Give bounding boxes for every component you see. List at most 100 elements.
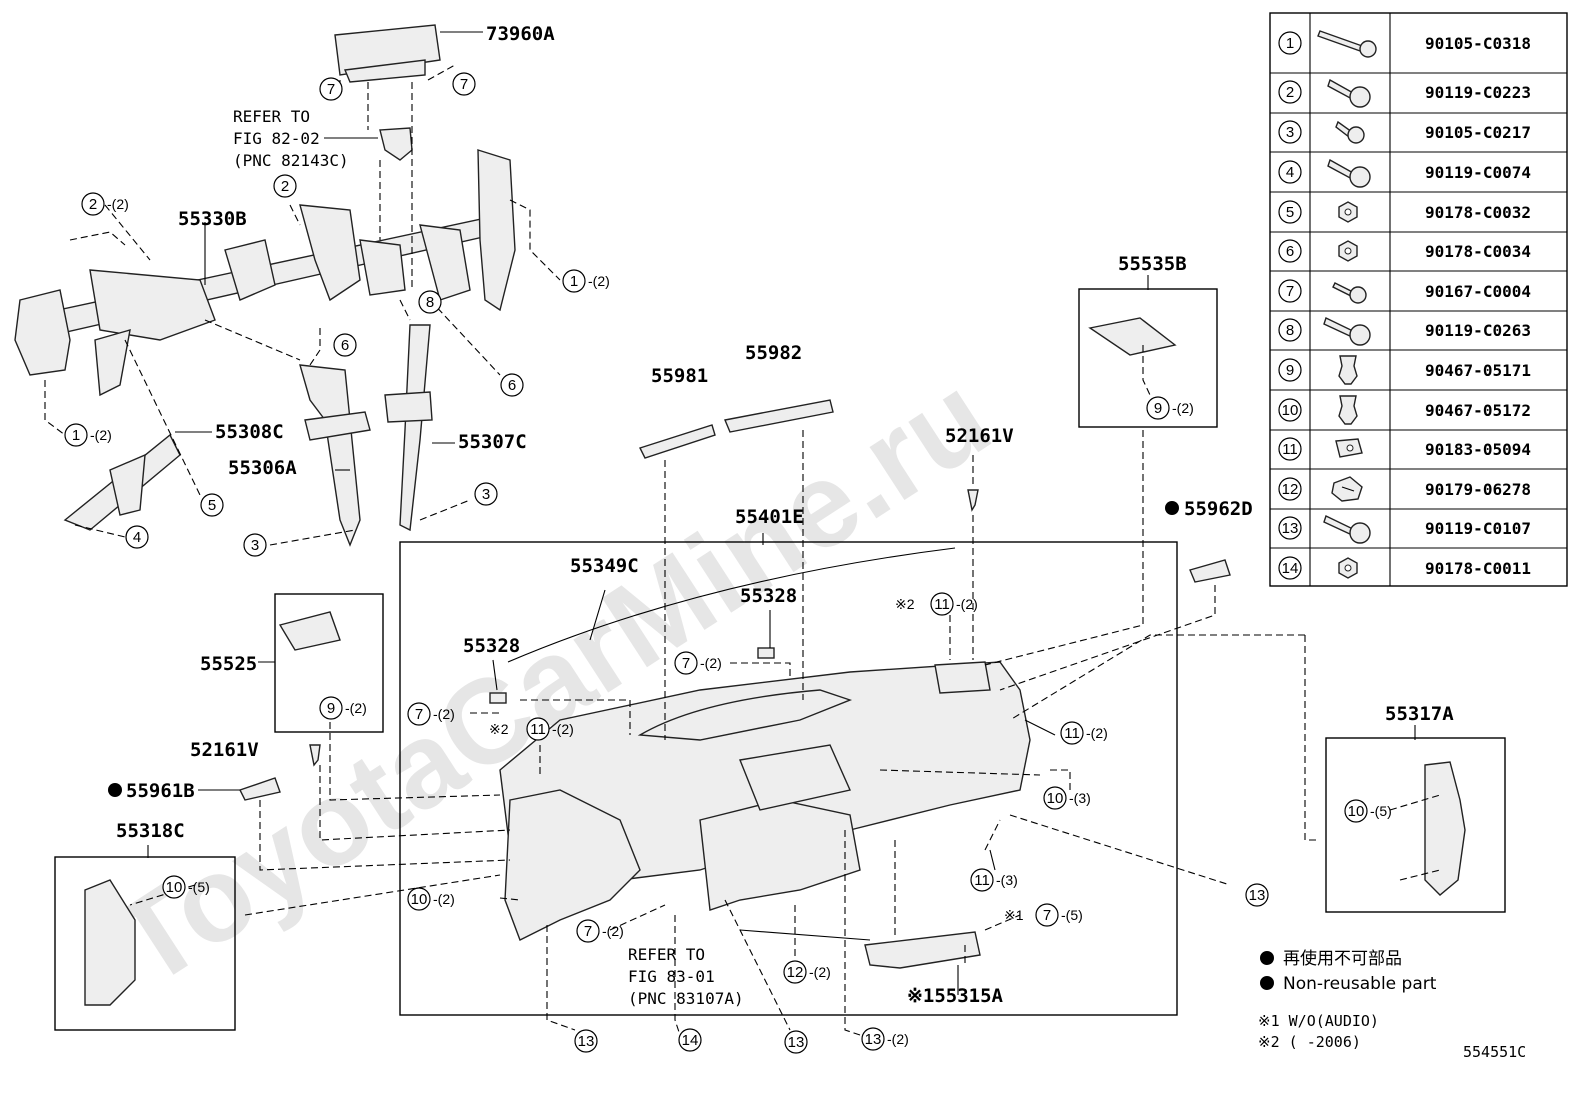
instrument-panel (489, 547, 1031, 941)
non-reusable-dot (1260, 976, 1274, 990)
callout: 14 (678, 1028, 702, 1052)
svg-text:3: 3 (251, 537, 259, 554)
retainer-icon (1331, 476, 1363, 502)
short-bolt-icon (1335, 120, 1365, 144)
label-55315a: ※155315A (907, 985, 1004, 1007)
svg-text:-(2): -(2) (433, 706, 455, 722)
label-55982: 55982 (745, 342, 802, 364)
non-reusable-dot (1260, 951, 1274, 965)
svg-text:-(2): -(2) (588, 273, 610, 289)
svg-text:14: 14 (682, 1032, 699, 1049)
label-55535b: 55535B (1118, 253, 1187, 275)
svg-text:-(2): -(2) (887, 1031, 909, 1047)
label-55318c: 55318C (116, 820, 185, 842)
svg-text:90467-05171: 90467-05171 (1425, 361, 1531, 380)
svg-text:-(2): -(2) (956, 596, 978, 612)
note-2: ※2 ( -2006) (1258, 1033, 1361, 1051)
svg-text:-(5): -(5) (1061, 907, 1083, 923)
svg-text:-(2): -(2) (552, 721, 574, 737)
callout: 2 (273, 174, 297, 198)
svg-text:-(2): -(2) (700, 655, 722, 671)
svg-text:11: 11 (974, 872, 990, 889)
svg-text:7: 7 (1043, 907, 1051, 924)
svg-text:3: 3 (1286, 124, 1294, 141)
bracket-55315a (864, 931, 981, 969)
svg-text:6: 6 (341, 337, 349, 354)
callout: 2-(2) (81, 192, 129, 216)
label-55328-left: 55328 (463, 635, 520, 657)
side-cover-55318c (84, 879, 136, 1006)
nut-icon (1338, 557, 1358, 579)
svg-text:90467-05172: 90467-05172 (1425, 401, 1531, 420)
svg-text:7: 7 (415, 706, 423, 723)
label-55981: 55981 (651, 365, 708, 387)
callout: 3 (474, 482, 498, 506)
svg-text:-(2): -(2) (90, 427, 112, 443)
svg-text:2: 2 (1286, 84, 1294, 101)
small-bracket-82143c (379, 127, 413, 161)
svg-text:2: 2 (281, 178, 289, 195)
callout: 10-(3) (1043, 786, 1091, 810)
svg-text:-(2): -(2) (1086, 725, 1108, 741)
svg-text:6: 6 (1286, 243, 1294, 260)
note-1: ※1 W/O(AUDIO) (1258, 1012, 1379, 1030)
callout: 10-(5) (1344, 799, 1392, 823)
label-55307c: 55307C (458, 431, 527, 453)
vent-55961b (239, 777, 281, 801)
label-55308c: 55308C (215, 421, 284, 443)
table-grid (1270, 72, 1567, 549)
svg-text:-(2): -(2) (809, 964, 831, 980)
svg-text:11: 11 (934, 596, 950, 613)
svg-text:4: 4 (133, 529, 141, 546)
svg-text:9: 9 (327, 700, 335, 717)
svg-text:7: 7 (584, 923, 592, 940)
svg-text:10: 10 (166, 879, 183, 896)
svg-text:REFER TO: REFER TO (233, 107, 310, 126)
steering-support-assembly (14, 149, 516, 547)
label-55317a: 55317A (1385, 703, 1454, 725)
svg-text:4: 4 (1286, 164, 1294, 181)
svg-text:FIG 82-02: FIG 82-02 (233, 129, 320, 148)
svg-text:13: 13 (865, 1031, 882, 1048)
svg-text:7: 7 (327, 81, 335, 98)
svg-text:13: 13 (1249, 887, 1266, 904)
svg-text:1: 1 (72, 427, 80, 444)
svg-text:5: 5 (1286, 204, 1294, 221)
flange-bolt-icon (1323, 317, 1371, 346)
callout: 10-(5) (162, 875, 210, 899)
svg-text:90183-05094: 90183-05094 (1425, 440, 1531, 459)
svg-text:9: 9 (1286, 362, 1294, 379)
svg-text:-(5): -(5) (1370, 803, 1392, 819)
instrument-panel-frame (399, 541, 1178, 1016)
airbag-module (334, 24, 441, 83)
cover-55525 (278, 611, 341, 651)
label-52161v-left: 52161V (190, 739, 259, 761)
svg-text:2: 2 (89, 196, 97, 213)
flange-bolt-icon (1327, 78, 1371, 108)
callout: 1 -(2) (64, 423, 112, 447)
label-55401e: 55401E (735, 506, 804, 528)
reference-83-01: REFER TO FIG 83-01 (PNC 83107A) (628, 945, 744, 1008)
defroster-nozzle-55981 (639, 424, 716, 459)
callout: 9-(2) (319, 696, 367, 720)
clip-52161v-top (967, 489, 979, 512)
label-55962d: 55962D (1184, 498, 1253, 520)
defroster-nozzle-55982 (724, 399, 834, 433)
nut-icon (1338, 201, 1358, 223)
svg-text:90179-06278: 90179-06278 (1425, 480, 1531, 499)
table-row: 12 90179-06278 (1278, 476, 1531, 502)
svg-text:12: 12 (1282, 481, 1299, 498)
callout: 9-(2) (1146, 396, 1194, 420)
label-55306a: 55306A (228, 457, 297, 479)
svg-text:-(2): -(2) (1172, 400, 1194, 416)
label-55330b: 55330B (178, 208, 247, 230)
callout: 8 (418, 290, 442, 314)
